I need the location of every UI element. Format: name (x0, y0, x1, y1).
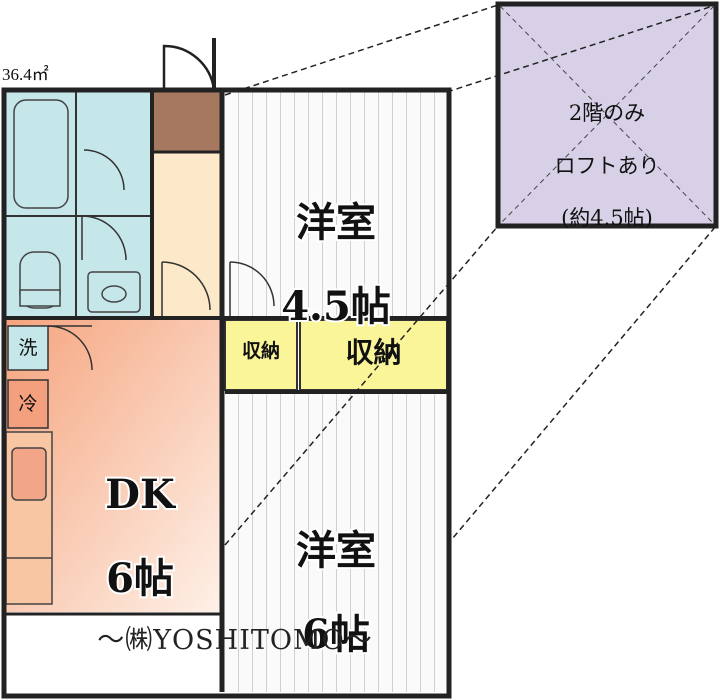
dk-name: DK (103, 471, 176, 518)
dk-size: 6帖 (104, 555, 176, 602)
storage-large-label: 収納 (345, 336, 402, 369)
sink (11, 447, 47, 501)
western-room-lower-name: 洋室 (294, 527, 378, 574)
company-footer: ～㈱YOSHITOMO～ (97, 625, 373, 656)
loft-note-line2: ロフトあり (554, 153, 660, 178)
area-label: 36.4㎡ (2, 65, 49, 84)
western-room-lower-label: 洋室 6帖 (225, 488, 447, 698)
wash-basin (87, 271, 141, 313)
wash-tag-bg (7, 325, 49, 371)
western-room-upper-name: 洋室 (294, 199, 378, 246)
dk-label: DK 6帖 (40, 432, 240, 642)
bathtub (13, 99, 69, 209)
loft-note: 2階のみ ロフトあり (約4.5帖) (498, 74, 716, 258)
storage-small-label: 収納 (241, 340, 280, 362)
western-room-lower-size: 6帖 (300, 611, 372, 658)
western-room-upper-label: 洋室 4.5帖 (225, 160, 447, 370)
loft-note-line3: (約4.5帖) (561, 206, 653, 231)
western-room-upper-size: 4.5帖 (279, 283, 393, 330)
western-room-upper-floor (225, 92, 447, 318)
entrance (152, 92, 222, 152)
bottom-corridor (6, 614, 222, 692)
loft-note-line1: 2階のみ (568, 101, 646, 126)
fridge-tag: 冷 (18, 393, 38, 415)
wash-tag: 洗 (18, 337, 38, 359)
western-room-lower-floor (225, 392, 447, 692)
hallway (152, 152, 222, 316)
storage-large-bg (299, 319, 448, 391)
fridge-tag-bg (7, 379, 49, 429)
